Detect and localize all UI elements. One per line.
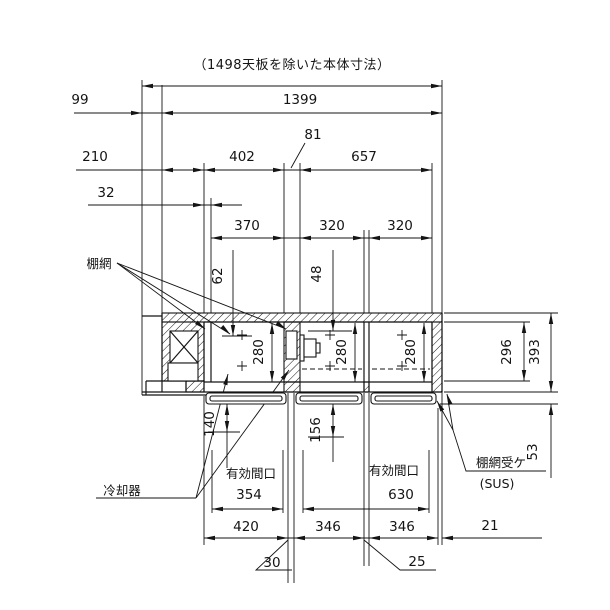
dim-48: 48 [309,265,325,282]
label-effective-opening-2: 有効間口 [369,463,419,478]
doors [205,392,437,405]
dimension-lines [74,85,552,539]
dim-32: 32 [97,185,114,201]
shelf-position-marks [237,330,407,371]
label-effective-opening-1: 有効間口 [226,466,276,481]
dim-99: 99 [71,92,88,108]
extension-lines [141,80,558,583]
label-shelf-support: 棚網受ケ [476,455,526,470]
dim-21: 21 [481,518,498,534]
fan-shaft [315,342,321,354]
drawing-title: （1498天板を除いた本体寸法） [193,58,390,73]
dim-346a: 346 [315,519,341,535]
fan-bracket [299,334,305,362]
fan-motor [303,338,317,358]
dim-630: 630 [388,487,414,503]
dimension-text: （1498天板を除いた本体寸法） 99 1399 210 402 81 657 … [71,58,543,571]
dim-156: 156 [308,417,324,443]
dim-280-3: 280 [403,339,419,365]
machine-compartment-detail [167,330,321,382]
dim-393: 393 [527,339,543,365]
top-wall-section [161,312,443,323]
right-wall-section [431,321,443,393]
annotation-text: 棚網 冷却器 棚網受ケ (SUS) 有効間口 有効間口 [86,256,526,498]
label-shelf-support-note: (SUS) [480,476,515,491]
dim-280-2: 280 [334,339,350,365]
dim-62: 62 [210,267,226,284]
dim-53: 53 [525,443,541,460]
dim-320a: 320 [319,218,345,234]
dim-1399: 1399 [283,92,317,108]
arrowheads [131,83,554,541]
partition-inset [285,330,298,360]
dim-320b: 320 [387,218,413,234]
partition-front [283,381,301,393]
label-cooler: 冷却器 [103,483,141,498]
dim-296: 296 [499,339,515,365]
dim-370: 370 [234,218,260,234]
dim-81: 81 [304,127,321,143]
label-shelf-net: 棚網 [86,256,111,271]
dim-657: 657 [351,149,377,165]
dim-346b: 346 [389,519,415,535]
dim-280-1: 280 [251,339,267,365]
leader-lines [96,142,546,571]
dim-354: 354 [236,487,262,503]
mullion-front [363,381,370,393]
dim-210: 210 [82,149,108,165]
dim-25: 25 [408,554,425,570]
dim-402: 402 [229,149,255,165]
dim-140: 140 [202,411,218,437]
dim-30: 30 [263,555,280,571]
compressor-base [167,362,199,382]
dim-420: 420 [233,519,259,535]
left-front-wall [185,380,205,393]
